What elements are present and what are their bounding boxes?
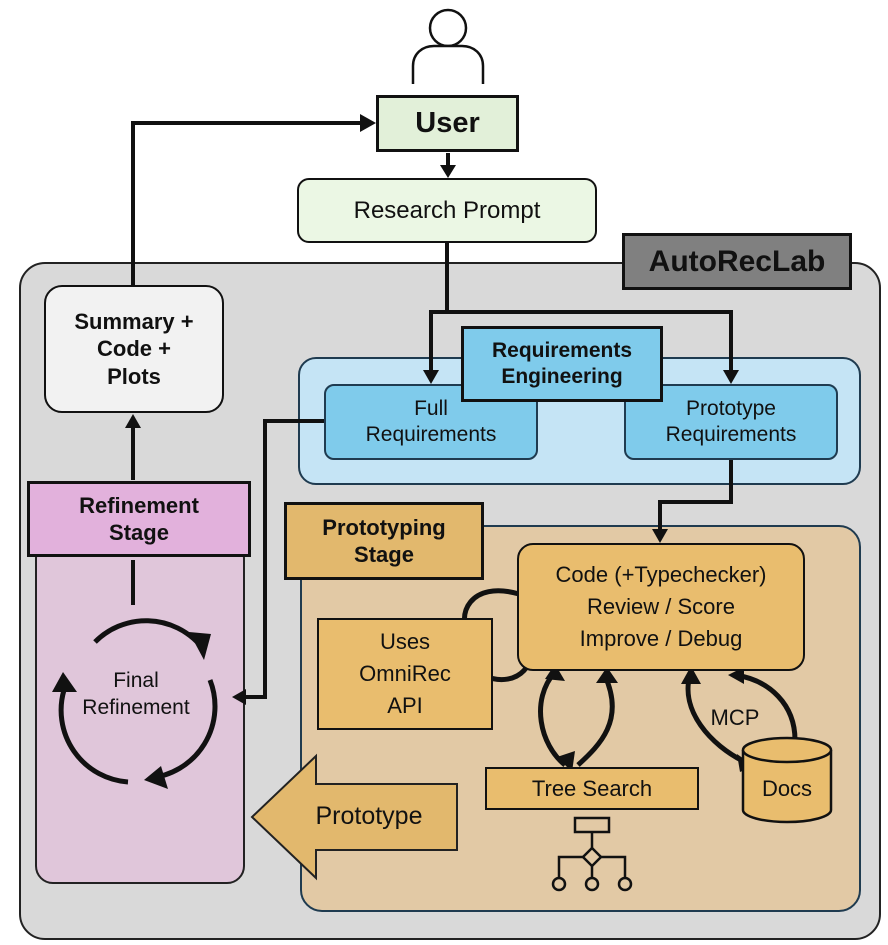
omnirec-api-box[interactable]: Uses OmniRec API	[317, 618, 493, 730]
prototype-requirements-box[interactable]: Prototype Requirements	[624, 384, 838, 460]
summary-to-user-arrow	[131, 121, 364, 285]
docs-cylinder-icon	[741, 736, 833, 824]
prompt-to-requirements-arrow	[429, 243, 733, 372]
refinement-cycle-arrows	[58, 618, 218, 785]
full-req-to-refinement-arrow	[244, 419, 324, 699]
improve-line: Improve / Debug	[579, 625, 743, 651]
user-person-icon	[411, 8, 485, 84]
tree-hierarchy-icon	[551, 816, 633, 892]
refinement-title-box: Refinement Stage	[27, 481, 251, 557]
user-label: User	[415, 107, 480, 140]
final-refinement-label: Final Refinement	[82, 669, 190, 720]
refinement-panel	[35, 540, 245, 884]
refinement-title: Refinement Stage	[79, 492, 199, 546]
user-box[interactable]: User	[376, 95, 519, 152]
prototyping-title: Prototyping Stage	[322, 514, 446, 568]
requirements-title: Requirements Engineering	[491, 338, 633, 388]
summary-box[interactable]: Summary + Code + Plots	[44, 285, 224, 413]
tree-search-box[interactable]: Tree Search	[485, 767, 699, 810]
docs-label: Docs	[761, 776, 813, 801]
code-line: Code (+Typechecker)	[555, 562, 767, 588]
prototyping-title-box: Prototyping Stage	[284, 502, 484, 580]
prototype-req-to-code-arrow	[658, 460, 733, 530]
api-line: API	[387, 692, 423, 718]
full-requirements-label: Full Requirements	[365, 396, 497, 446]
research-prompt-label: Research Prompt	[353, 196, 541, 224]
uses-line: Uses	[379, 629, 431, 655]
requirements-title-box: Requirements Engineering	[461, 326, 663, 402]
tree-search-label: Tree Search	[531, 775, 653, 801]
summary-label: Summary + Code + Plots	[74, 308, 194, 389]
code-review-improve-box[interactable]: Code (+Typechecker) Review / Score Impro…	[517, 543, 805, 671]
autoreclab-label-box: AutoRecLab	[622, 233, 852, 290]
prototype-output-arrow	[250, 753, 458, 881]
autoreclab-label: AutoRecLab	[648, 244, 826, 278]
omnirec-line: OmniRec	[359, 661, 451, 687]
prototype-arrow-label: Prototype	[315, 802, 423, 830]
mcp-label: MCP	[710, 705, 760, 730]
review-line: Review / Score	[587, 594, 735, 620]
prototype-requirements-label: Prototype Requirements	[665, 396, 797, 446]
research-prompt-box[interactable]: Research Prompt	[297, 178, 597, 243]
